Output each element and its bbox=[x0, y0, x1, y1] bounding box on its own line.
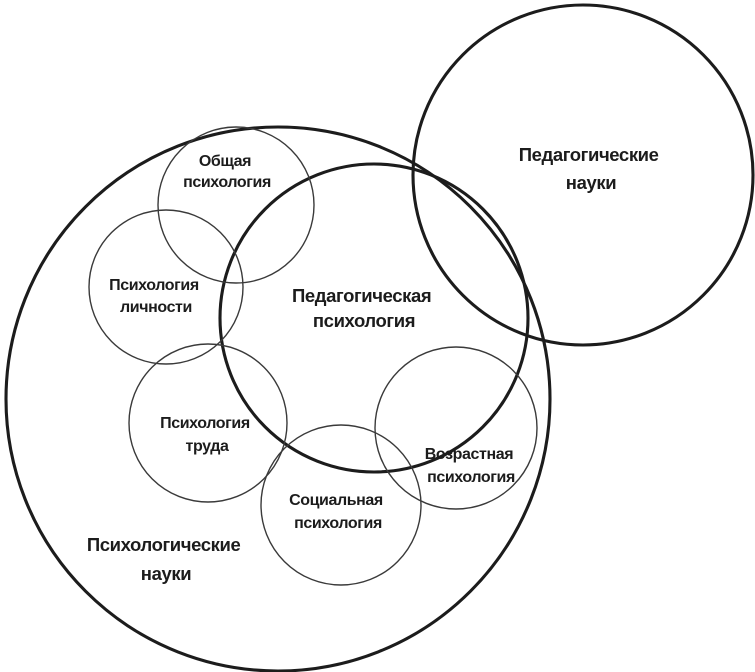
label-line-1: Возрастная bbox=[425, 446, 513, 463]
label-line-1: Социальная bbox=[289, 492, 383, 509]
label-labor-psychology: Психология труда bbox=[160, 415, 254, 455]
label-line-2: науки bbox=[141, 563, 191, 584]
circle-social-psychology bbox=[260, 424, 422, 586]
circle-personality-psychology bbox=[88, 209, 244, 365]
label-psychological-sciences: Психологические науки bbox=[87, 534, 245, 584]
label-developmental-psychology: Возрастная психология bbox=[425, 446, 517, 486]
label-line-2: психология bbox=[294, 515, 382, 532]
label-general-psychology: Общая психология bbox=[183, 153, 271, 191]
label-line-1: Психологические bbox=[87, 534, 241, 555]
label-line-2: психология bbox=[427, 469, 515, 486]
circle-pedagogical-sciences bbox=[411, 3, 755, 347]
label-pedagogical-sciences: Педагогические науки bbox=[519, 144, 664, 193]
label-line-1: Педагогические bbox=[519, 144, 659, 165]
label-line-1: Общая bbox=[199, 153, 251, 170]
label-line-1: Педагогическая bbox=[292, 285, 431, 306]
label-personality-psychology: Психология личности bbox=[109, 277, 203, 316]
label-social-psychology: Социальная психология bbox=[289, 492, 387, 532]
label-line-2: психология bbox=[183, 174, 271, 191]
label-line-2: труда bbox=[186, 438, 229, 455]
circle-developmental-psychology bbox=[374, 346, 538, 510]
label-line-2: науки bbox=[566, 172, 616, 193]
label-line-2: психология bbox=[313, 310, 415, 331]
circle-general-psychology bbox=[157, 126, 315, 284]
label-line-2: личности bbox=[120, 299, 192, 316]
label-line-1: Психология bbox=[160, 415, 250, 432]
label-line-1: Психология bbox=[109, 277, 199, 294]
circle-labor-psychology bbox=[128, 343, 288, 503]
label-pedagogical-psychology: Педагогическая психология bbox=[292, 285, 436, 331]
circle-psychological-sciences bbox=[4, 125, 552, 672]
circle-pedagogical-psychology bbox=[218, 162, 530, 474]
